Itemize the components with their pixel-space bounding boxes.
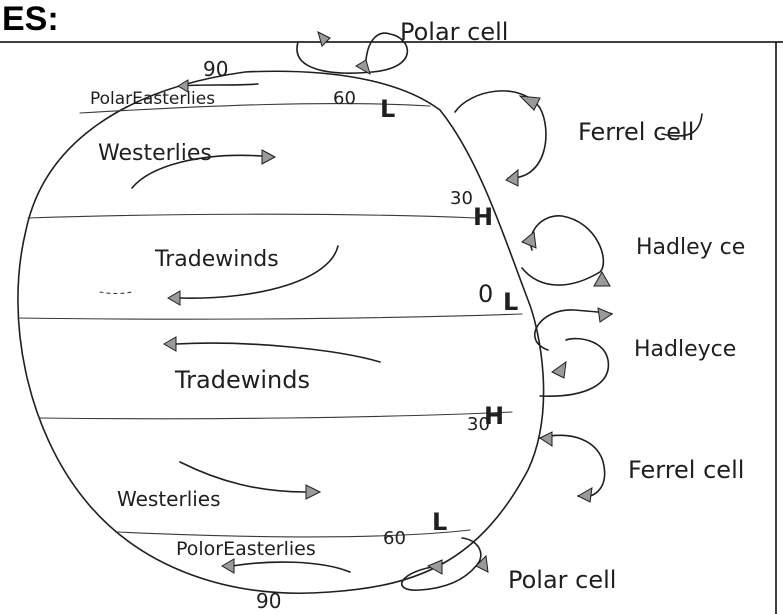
latitude-line-60s — [118, 530, 470, 537]
ferrel-cell-bottom-arrowhead-a — [540, 432, 552, 446]
polar-cell-top-label: Polar cell — [400, 18, 508, 46]
wind-label-polar-easterlies-top: PolarEasterlies — [90, 89, 215, 109]
hadley-cell-bottom-lower-loop — [540, 339, 608, 397]
westerlies-bottom-arrowhead — [306, 485, 320, 499]
ferrel-cell-top-arrowhead-a — [520, 96, 540, 110]
polar-cell-top-arrowhead-b — [356, 60, 370, 74]
lat-60-top: 60 — [333, 88, 356, 109]
tradewinds-bottom-arrowhead — [164, 337, 176, 351]
ferrel-cell-bottom-arrowhead-b — [578, 488, 592, 502]
polar-cell-top-loop — [297, 33, 407, 73]
lat-60-bottom: 60 — [383, 528, 406, 549]
tradewinds-top-arrowhead — [168, 291, 180, 305]
wind-label-tradewinds-top: Tradewinds — [154, 247, 279, 272]
hadley-cell-bottom-label: Hadleyce — [634, 337, 736, 362]
hadley-cell-bottom-arrowhead-a — [598, 308, 612, 322]
latitude-line-30s — [40, 412, 512, 419]
lat-90-top: 90 — [203, 57, 228, 81]
polar-easterlies-bottom-arrowhead — [222, 559, 234, 573]
sketch-dots — [100, 292, 132, 294]
wind-label-westerlies-top: Westerlies — [98, 141, 212, 166]
wind-label-westerlies-bottom: Westerlies — [117, 487, 221, 511]
ferrel-cell-bottom-label: Ferrel cell — [628, 456, 744, 484]
polar-cell-bottom-arrowhead-a — [428, 560, 442, 574]
globe-outline — [18, 71, 544, 593]
polar-cell-top-arrowhead-a — [318, 32, 330, 46]
pressure-low-60n: L — [380, 95, 395, 123]
heading-fragment: ES: — [2, 0, 59, 38]
pressure-high-30s: H — [484, 402, 504, 430]
lat-90-bottom: 90 — [256, 589, 281, 613]
tradewinds-bottom-arrow — [176, 343, 380, 362]
pressure-high-30n: H — [473, 203, 493, 231]
pressure-low-60s: L — [432, 508, 447, 536]
polar-cell-bottom-arrowhead-b — [476, 556, 488, 572]
wind-label-tradewinds-bottom: Tradewinds — [174, 366, 310, 394]
hadley-cell-top-label: Hadley ce — [636, 235, 745, 260]
lat-30-top: 30 — [450, 188, 473, 209]
ferrel-cell-top-arrowhead-b — [506, 170, 518, 186]
hadley-cell-top-arrowhead-a — [522, 232, 536, 248]
polar-cell-bottom-label: Polar cell — [508, 566, 616, 594]
ferrel-cell-top-label: Ferrel cell — [578, 118, 694, 146]
hadley-cell-bottom-arrowhead-b — [552, 362, 566, 378]
latitude-line-30n — [28, 214, 476, 218]
pressure-low-equator: L — [503, 288, 518, 316]
polar-easterlies-top-arrow — [180, 84, 258, 86]
latitude-line-equator — [18, 314, 522, 319]
lat-0: 0 — [478, 280, 493, 308]
polar-easterlies-bottom-arrow — [232, 562, 350, 572]
westerlies-top-arrowhead — [262, 150, 275, 164]
hadley-cell-top-loop — [522, 216, 603, 285]
wind-label-polar-easterlies-bottom: PolorEasterlies — [176, 538, 316, 560]
